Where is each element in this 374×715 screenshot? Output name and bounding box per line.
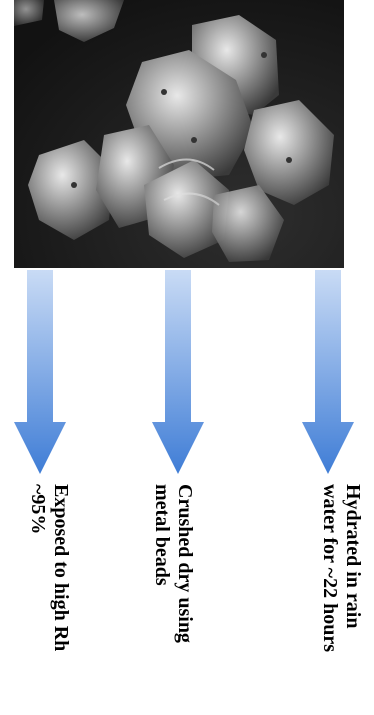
down-arrow-3	[302, 270, 354, 474]
label-hydrated-rain-water: Hydrated in rain water for ~22 hours	[318, 484, 364, 652]
down-arrow-2	[152, 270, 204, 474]
label-crushed-dry: Crushed dry using metal beads	[150, 484, 196, 643]
down-arrow-1	[14, 270, 66, 474]
label-high-rh: Exposed to high Rh ~95%	[26, 484, 72, 651]
arrows-group	[0, 0, 374, 480]
